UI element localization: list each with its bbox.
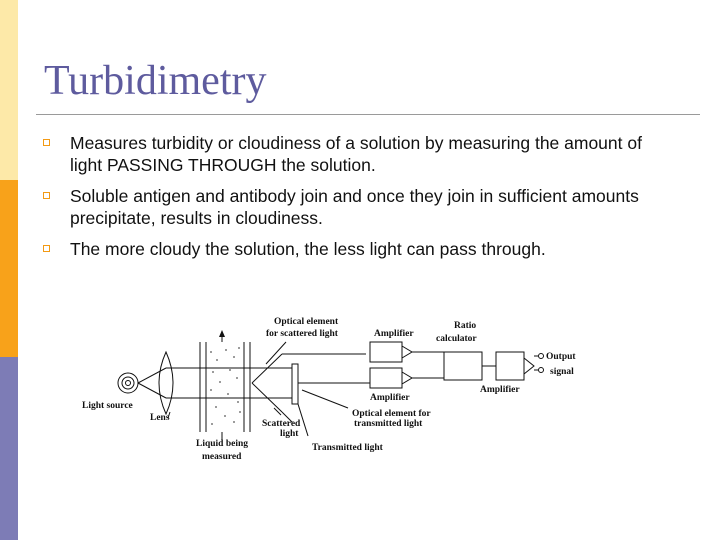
bullet-item: Measures turbidity or cloudiness of a so…: [40, 132, 660, 176]
label-light-source: Light source: [82, 401, 133, 411]
transmitted-beam: [166, 367, 292, 399]
square-bullet-icon: [43, 139, 50, 146]
bullet-text: Measures turbidity or cloudiness of a so…: [70, 133, 642, 175]
label-liquid: Liquid being: [196, 439, 248, 449]
accent-bar-middle: [0, 180, 18, 357]
amplifier-bottom: [369, 367, 444, 389]
transmitted-detector: [291, 363, 299, 405]
turbidimetry-diagram: Light source Lens Liquid being measured …: [82, 317, 576, 462]
bullet-text: The more cloudy the solution, the less l…: [70, 239, 546, 259]
bullet-list: Measures turbidity or cloudiness of a so…: [40, 132, 660, 269]
label-ratio-2: calculator: [436, 334, 477, 344]
particles: [210, 347, 241, 425]
amplifier-right: [495, 351, 544, 381]
bullet-text: Soluble antigen and antibody join and on…: [70, 186, 639, 228]
label-output-2: signal: [550, 367, 574, 377]
lens-icon: [158, 350, 174, 416]
label-lens: Lens: [150, 413, 170, 423]
light-beam: [137, 367, 167, 399]
label-transmitted: Transmitted light: [312, 443, 384, 453]
bullet-item: The more cloudy the solution, the less l…: [40, 238, 660, 260]
slide-title: Turbidimetry: [44, 58, 267, 104]
bullet-item: Soluble antigen and antibody join and on…: [40, 185, 660, 229]
square-bullet-icon: [43, 245, 50, 252]
light-source-icon: [117, 372, 139, 394]
accent-bar-bottom: [0, 357, 18, 540]
scattered-optical-element: [251, 353, 366, 423]
label-amplifier-top: Amplifier: [374, 329, 414, 339]
title-divider: [36, 114, 700, 115]
label-scattered-2: light: [280, 429, 299, 439]
ratio-calculator: [443, 351, 483, 381]
label-amplifier-right: Amplifier: [480, 385, 520, 395]
label-ratio: Ratio: [454, 321, 476, 331]
accent-bar-top: [0, 0, 18, 180]
label-optical-transmitted-2: transmitted light: [354, 419, 423, 429]
label-amplifier-bottom: Amplifier: [370, 393, 410, 403]
label-optical-scattered-2: for scattered light: [266, 329, 339, 339]
label-liquid-2: measured: [202, 452, 242, 462]
label-scattered: Scattered: [262, 419, 301, 429]
label-output: Output: [546, 352, 576, 362]
square-bullet-icon: [43, 192, 50, 199]
label-pointers: [167, 341, 349, 442]
cuvette: [199, 330, 251, 442]
label-optical-transmitted: Optical element for: [352, 409, 431, 419]
label-optical-scattered: Optical element: [274, 317, 339, 327]
amplifier-top: [369, 341, 445, 363]
